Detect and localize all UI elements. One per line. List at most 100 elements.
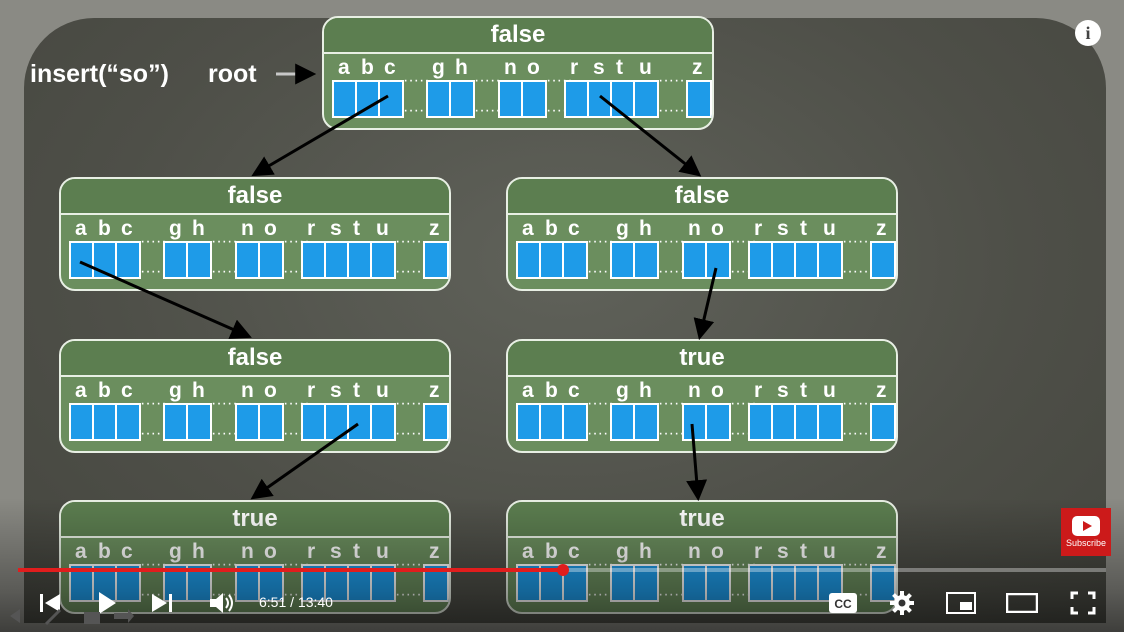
node-cells: ········································ — [508, 233, 896, 281]
settings-gear-icon[interactable] — [889, 590, 915, 616]
letter-u: u — [823, 379, 836, 402]
child-pointer-cell — [705, 403, 731, 441]
letter-g: g — [169, 379, 182, 402]
letter-o: o — [711, 379, 724, 402]
letter-r: r — [754, 217, 763, 240]
child-pointer-cell — [498, 80, 524, 118]
ellipsis-dots: ····· — [140, 425, 167, 442]
letter-a: a — [522, 379, 534, 402]
letter-z: z — [876, 379, 887, 402]
letter-z: z — [429, 217, 440, 240]
progress-bar[interactable] — [18, 564, 1106, 576]
letter-z: z — [876, 217, 887, 240]
ellipsis-dots: ····· — [658, 72, 685, 89]
letter-s: s — [330, 379, 342, 402]
ellipsis-dots: ····· — [140, 395, 167, 412]
ellipsis-dots: ····· — [140, 233, 167, 250]
letter-s: s — [330, 217, 342, 240]
ellipsis-dots: ····· — [403, 102, 430, 119]
letter-h: h — [639, 379, 652, 402]
child-pointer-cell — [301, 241, 327, 279]
child-pointer-cell — [817, 403, 843, 441]
letter-h: h — [192, 217, 205, 240]
child-pointer-cell — [347, 241, 373, 279]
child-pointer-cell — [186, 403, 212, 441]
node-cells: ········································ — [61, 395, 449, 443]
letter-a: a — [75, 217, 87, 240]
ellipsis-dots: ····· — [658, 263, 685, 280]
annotation-tools-icon — [10, 608, 134, 626]
theater-mode-icon[interactable] — [1006, 593, 1038, 613]
letter-a: a — [522, 217, 534, 240]
child-pointer-cell — [258, 403, 284, 441]
edge-root-right — [599, 94, 702, 177]
letter-u: u — [639, 56, 652, 79]
letter-c: c — [384, 56, 396, 79]
letter-r: r — [754, 379, 763, 402]
child-pointer-cell — [186, 241, 212, 279]
edge-l1left-l2left — [79, 260, 252, 339]
letter-n: n — [688, 217, 701, 240]
child-pointer-cell — [682, 241, 708, 279]
child-pointer-cell — [258, 241, 284, 279]
letter-u: u — [823, 217, 836, 240]
letter-n: n — [241, 379, 254, 402]
letter-a: a — [75, 379, 87, 402]
letter-z: z — [692, 56, 703, 79]
insert-label: insert(“so”) — [30, 60, 169, 88]
fullscreen-icon[interactable] — [1070, 591, 1096, 615]
letter-b: b — [361, 56, 374, 79]
child-pointer-cell — [347, 403, 373, 441]
previous-icon[interactable] — [38, 592, 62, 614]
letter-n: n — [241, 217, 254, 240]
letter-g: g — [432, 56, 445, 79]
child-pointer-cell — [370, 403, 396, 441]
ellipsis-dots: ····· — [842, 395, 869, 412]
child-pointer-cell — [115, 403, 141, 441]
ellipsis-dots: ····· — [211, 233, 238, 250]
ellipsis-dots: ····· — [658, 425, 685, 442]
miniplayer-icon[interactable] — [946, 592, 976, 614]
letter-c: c — [568, 379, 580, 402]
letter-o: o — [527, 56, 540, 79]
info-icon[interactable]: i — [1075, 20, 1101, 46]
letter-h: h — [455, 56, 468, 79]
ellipsis-dots: ····· — [842, 425, 869, 442]
play-icon[interactable] — [96, 590, 118, 616]
letter-t: t — [353, 379, 360, 402]
child-pointer-cell — [771, 403, 797, 441]
child-pointer-cell — [748, 241, 774, 279]
node-cells: ········································ — [508, 395, 896, 443]
player-controls: CC — [0, 578, 1124, 628]
ellipsis-dots: ····· — [658, 395, 685, 412]
volume-icon[interactable] — [208, 591, 236, 615]
child-pointer-cell — [163, 241, 189, 279]
scrubber-handle[interactable] — [557, 564, 570, 576]
ellipsis-dots: ····· — [474, 102, 501, 119]
letter-u: u — [376, 379, 389, 402]
ellipsis-dots: ····· — [474, 72, 501, 89]
child-pointer-cell — [562, 403, 588, 441]
ellipsis-dots: ····· — [587, 395, 614, 412]
child-pointer-cell — [633, 403, 659, 441]
ellipsis-dots: ····· — [842, 263, 869, 280]
node-value: true — [508, 341, 896, 377]
next-icon[interactable] — [150, 592, 174, 614]
letter-s: s — [593, 56, 605, 79]
letter-n: n — [504, 56, 517, 79]
progress-fill — [18, 568, 564, 572]
letter-r: r — [307, 379, 316, 402]
ellipsis-dots: ····· — [587, 233, 614, 250]
child-pointer-cell — [870, 403, 896, 441]
child-pointer-cell — [870, 241, 896, 279]
child-pointer-cell — [705, 241, 731, 279]
cc-icon[interactable]: CC — [828, 592, 858, 614]
subscribe-button[interactable]: Subscribe — [1061, 508, 1111, 556]
ellipsis-dots: ····· — [403, 72, 430, 89]
